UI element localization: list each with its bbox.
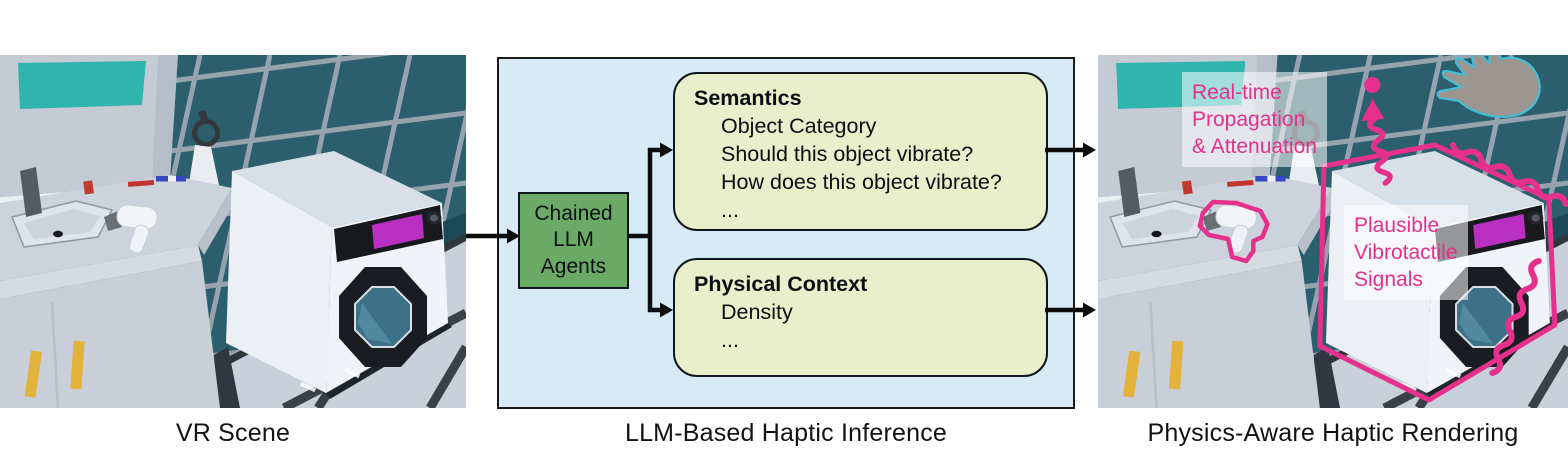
chained-llm-agents-box: Chained LLM Agents xyxy=(518,192,629,289)
vibration-wave-upper xyxy=(1449,142,1568,207)
semantics-box: Semantics Object Category Should this ob… xyxy=(673,72,1048,231)
propagation-annotation: Real-time Propagation & Attenuation xyxy=(1182,72,1327,167)
vr-scene-panel xyxy=(0,55,466,408)
sink-counter xyxy=(1098,167,1339,408)
annotation-line: Vibrotactile xyxy=(1354,241,1458,264)
hairdryer xyxy=(104,204,158,254)
contact-dot xyxy=(1364,77,1381,93)
signals-annotation: Plausible Vibrotactile Signals xyxy=(1344,205,1468,300)
haptic-rendering-panel: Real-time Propagation & Attenuation Plau… xyxy=(1098,55,1568,408)
annotation-line: & Attenuation xyxy=(1192,135,1317,158)
semantics-item: Should this object vibrate? xyxy=(721,141,974,166)
haptic-rendering-illustration xyxy=(1098,55,1568,408)
semantics-item-ellipsis: ... xyxy=(721,197,739,222)
propagation-arrow xyxy=(1361,99,1393,186)
sink-counter xyxy=(0,167,238,408)
caption-inference: LLM-Based Haptic Inference xyxy=(624,419,948,447)
vr-scene-illustration xyxy=(0,55,466,408)
annotation-line: Signals xyxy=(1354,268,1423,291)
towel-ring xyxy=(189,110,220,185)
washing-machine xyxy=(226,151,452,399)
inference-panel: Chained LLM Agents Semantics Object Cate… xyxy=(497,57,1075,409)
semantics-title: Semantics xyxy=(694,86,802,110)
caption-rendering: Physics-Aware Haptic Rendering xyxy=(1147,419,1519,447)
physical-context-title: Physical Context xyxy=(694,272,868,296)
annotation-line: Real-time xyxy=(1192,81,1282,104)
annotation-line: Plausible xyxy=(1354,214,1440,237)
semantics-item: Object Category xyxy=(721,113,877,138)
chained-llm-agents-label: Chained LLM Agents xyxy=(534,202,613,278)
hairdryer xyxy=(1202,204,1257,254)
machine-highlight-outline xyxy=(1317,142,1558,403)
physical-context-box: Physical Context Density ... xyxy=(673,258,1048,377)
caption-vr-scene: VR Scene xyxy=(175,419,291,447)
hand-icon xyxy=(1436,55,1541,118)
semantics-item: How does this object vibrate? xyxy=(721,169,1002,194)
vibration-wave-lower xyxy=(1489,258,1542,376)
physical-context-item: Density xyxy=(721,299,793,324)
hairdryer-highlight-outline xyxy=(1197,199,1270,264)
annotation-line: Propagation xyxy=(1192,108,1306,131)
physical-context-item-ellipsis: ... xyxy=(721,327,739,352)
